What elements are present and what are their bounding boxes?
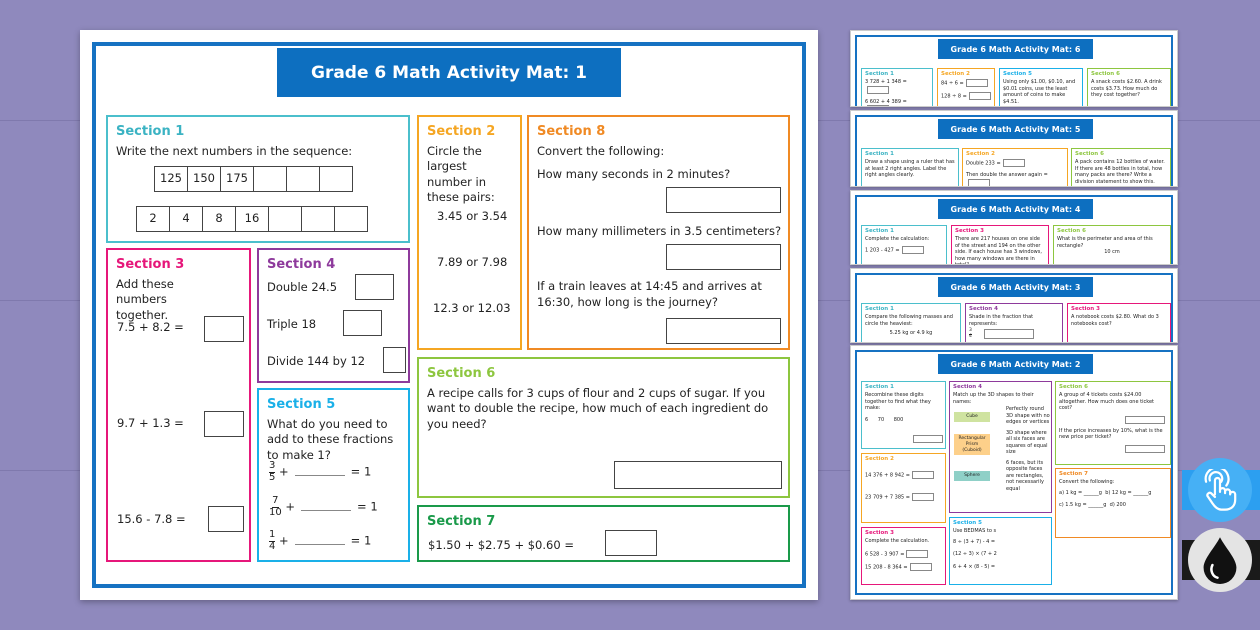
answer-blank[interactable] [294,543,345,545]
section-prompt: Circle the largest number in these pairs… [427,143,495,205]
answer-blank[interactable] [301,509,352,511]
thumbnail-title: Grade 6 Math Activity Mat: 3 [938,277,1093,297]
mat-title: Grade 6 Math Activity Mat: 1 [277,48,621,97]
question-3: If a train leaves at 14:45 and arrives a… [537,279,762,309]
number-pair[interactable]: 3.45 or 3.54 [437,209,508,223]
section-5: Section 5 What do you need to add to the… [257,388,410,562]
task: Double 24.5 [267,280,338,294]
sum: $1.50 + $2.75 + $0.60 = [428,538,574,552]
sequence-answer-cell[interactable] [301,206,335,232]
section-2: Section 2 Circle the largest number in t… [417,115,522,350]
answer-box[interactable] [343,310,382,336]
number-pair[interactable]: 7.89 or 7.98 [437,255,508,269]
question-1: How many seconds in 2 minutes? [537,167,731,181]
task: Triple 18 [267,317,317,331]
sequence-answer-cell[interactable] [286,166,320,192]
sequence-answer-cell[interactable] [253,166,287,192]
section-prompt: A recipe calls for 3 cups of flour and 2… [427,385,769,431]
sequence-cell: 8 [202,206,236,232]
section-prompt: Write the next numbers in the sequence: [116,143,353,158]
sequence-cell: 16 [235,206,269,232]
section-heading: Section 1 [116,124,185,139]
answer-box[interactable] [208,506,244,532]
sequence-answer-cell[interactable] [334,206,368,232]
sum: 15.6 - 7.8 = [117,512,186,526]
hand-pointer-icon [1188,458,1252,522]
section-heading: Section 3 [116,257,185,272]
ink-drop-icon [1188,528,1252,592]
thumbnail-title: Grade 6 Math Activity Mat: 5 [938,119,1093,139]
answer-box[interactable] [614,461,782,489]
sequence-cell: 175 [220,166,254,192]
answer-blank[interactable] [294,474,345,476]
section-8: Section 8 Convert the following: How man… [527,115,790,350]
section-heading: Section 4 [267,257,336,272]
sum: 7.5 + 8.2 = [117,320,184,334]
answer-box[interactable] [605,530,657,556]
section-4: Section 4 Double 24.5 Triple 18 Divide 1… [257,248,410,383]
answer-box[interactable] [666,187,781,213]
section-heading: Section 7 [427,514,496,529]
answer-box[interactable] [383,347,406,373]
sequence-cell: 4 [169,206,203,232]
sequence-answer-cell[interactable] [268,206,302,232]
section-heading: Section 8 [537,124,606,139]
sequence-cell: 2 [136,206,170,232]
answer-box[interactable] [204,316,244,342]
answer-box[interactable] [666,318,781,344]
answer-box[interactable] [355,274,394,300]
section-heading: Section 2 [427,124,496,139]
thumbnail-title: Grade 6 Math Activity Mat: 4 [938,199,1093,219]
section-3: Section 3 Add these numbers together. 7.… [106,248,251,562]
section-prompt: What do you need to add to these fractio… [267,416,394,462]
section-6: Section 6 A recipe calls for 3 cups of f… [417,357,790,498]
section-prompt: Add these numbers together. [116,276,174,322]
thumbnail-title: Grade 6 Math Activity Mat: 6 [938,39,1093,59]
section-1: Section 1 Write the next numbers in the … [106,115,410,243]
answer-box[interactable] [204,411,244,437]
number-pair[interactable]: 12.3 or 12.03 [433,301,511,315]
sequence-cell: 150 [187,166,221,192]
section-prompt: Convert the following: [537,143,665,158]
task: Divide 144 by 12 [267,354,366,368]
sequence-cell: 125 [154,166,188,192]
section-7: Section 7 $1.50 + $2.75 + $0.60 = [417,505,790,562]
sum: 9.7 + 1.3 = [117,416,184,430]
section-heading: Section 6 [427,366,496,381]
thumbnail-title: Grade 6 Math Activity Mat: 2 [938,354,1093,374]
question-2: How many millimeters in 3.5 centimeters? [537,224,782,238]
sequence-answer-cell[interactable] [319,166,353,192]
answer-box[interactable] [666,244,781,270]
section-heading: Section 5 [267,397,336,412]
mat-frame [92,42,806,588]
